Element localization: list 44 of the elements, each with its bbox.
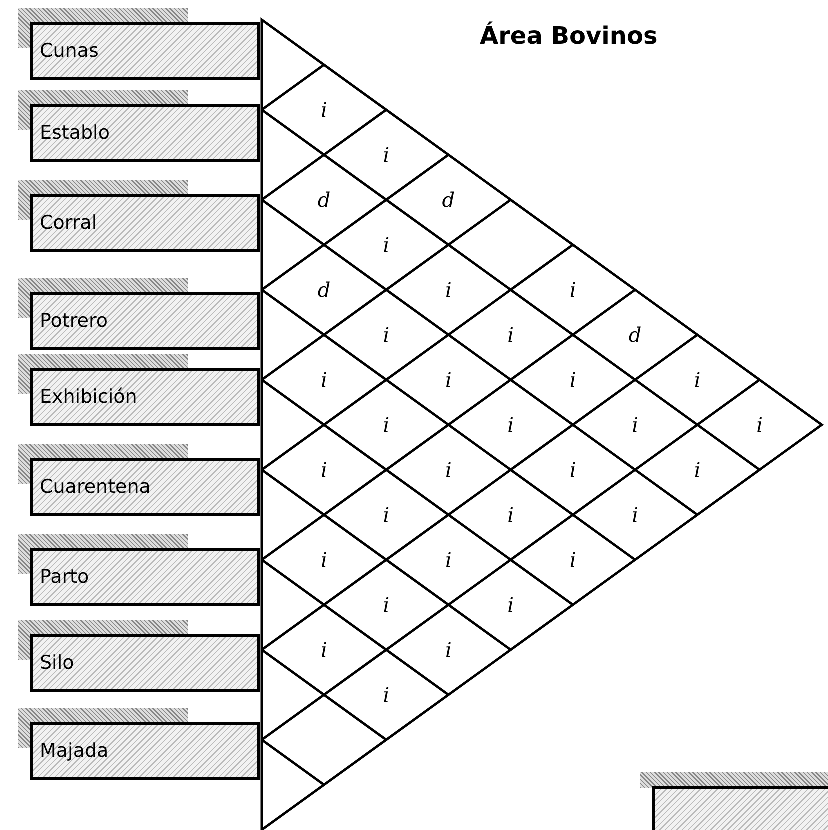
relationship-code: i (508, 595, 514, 615)
relationship-code: i (383, 145, 390, 165)
relationship-code: i (508, 415, 514, 435)
relationship-code: i (383, 505, 390, 525)
area-name-box: Potrero (18, 278, 260, 350)
area-name-box: Majada (18, 708, 260, 780)
relationship-code: i (321, 640, 328, 660)
relationship-code: i (508, 505, 514, 525)
relationship-code: i (383, 685, 390, 705)
area-name-box: Cunas (18, 8, 260, 80)
relationship-code: i (445, 460, 452, 480)
relationship-code: i (632, 505, 639, 525)
relationship-code: i (383, 595, 390, 615)
relationship-code: i (445, 280, 452, 300)
relationship-code: i (508, 325, 514, 345)
relationship-code: d (628, 325, 642, 345)
area-name-box: Cuarentena (18, 444, 260, 516)
relationship-code: i (445, 370, 452, 390)
diagram-title: Área Bovinos (480, 22, 658, 50)
relationship-code: i (570, 460, 576, 480)
relationship-code: i (632, 415, 639, 435)
relationship-code: i (383, 235, 390, 255)
area-name-box: Exhibición (18, 354, 260, 426)
area-name-box: Corral (18, 180, 260, 252)
relationship-code: i (383, 415, 390, 435)
relationship-code: i (570, 550, 576, 570)
relationship-code: i (321, 100, 328, 120)
area-name-box: Establo (18, 90, 260, 162)
relationship-code: i (445, 550, 452, 570)
area-name-box: Parto (18, 534, 260, 606)
relationship-code: i (694, 370, 701, 390)
relationship-code: i (321, 460, 328, 480)
relationship-code: i (756, 415, 763, 435)
relationship-code: i (321, 550, 328, 570)
relationship-code: d (318, 280, 331, 300)
relationship-code: i (383, 325, 390, 345)
relationship-code: d (442, 190, 456, 210)
area-name-box: Silo (18, 620, 260, 692)
relationship-code: d (318, 190, 331, 210)
relationship-code: i (570, 280, 576, 300)
relationship-code: i (445, 640, 452, 660)
relationship-code: i (321, 370, 328, 390)
relationship-code: i (570, 370, 576, 390)
relationship-code: i (694, 460, 701, 480)
